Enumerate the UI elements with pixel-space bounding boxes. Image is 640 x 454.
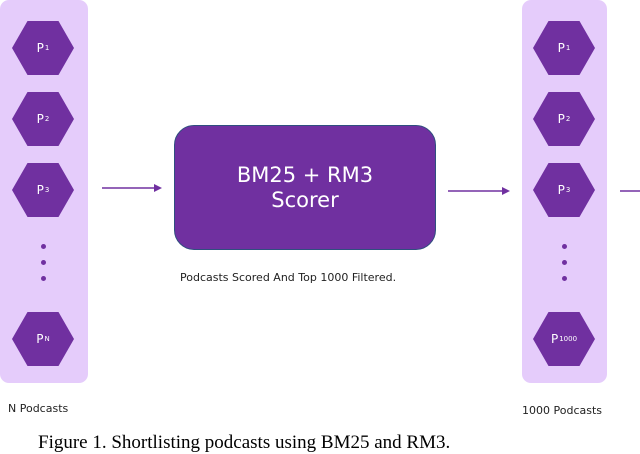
ellipsis-dot <box>562 260 567 265</box>
arrow-continuation <box>620 190 640 192</box>
node-subscript: 1 <box>565 44 571 52</box>
node-letter: P <box>557 112 565 126</box>
scorer-line-1: BM25 + RM3 <box>236 162 374 187</box>
ellipsis-dot <box>41 276 46 281</box>
node-letter: P <box>36 41 44 55</box>
figure-caption: Figure 1. Shortlisting podcasts using BM… <box>38 432 451 453</box>
node-subscript: 3 <box>44 186 50 194</box>
node-subscript: 2 <box>44 115 50 123</box>
scorer-line-2: Scorer <box>271 187 339 212</box>
bm25-rm3-scorer-box: BM25 + RM3 Scorer <box>174 125 436 250</box>
node-letter: P <box>557 183 565 197</box>
scorer-label: BM25 + RM3 Scorer <box>237 163 373 213</box>
ellipsis-dot <box>562 244 567 249</box>
node-letter: P <box>550 332 559 346</box>
node-subscript: 2 <box>565 115 571 123</box>
scorer-caption: Podcasts Scored And Top 1000 Filtered. <box>180 271 397 284</box>
arrow-to-scorer <box>102 184 162 192</box>
node-subscript: 1000 <box>559 335 578 343</box>
left-column-caption: N Podcasts <box>8 402 69 415</box>
ellipsis-dot <box>41 260 46 265</box>
ellipsis-dot <box>41 244 46 249</box>
node-letter: P <box>36 332 44 346</box>
node-letter: P <box>557 41 565 55</box>
ellipsis-dot <box>562 276 567 281</box>
node-letter: P <box>36 112 44 126</box>
right-column-caption: 1000 Podcasts <box>522 404 603 417</box>
node-subscript: N <box>44 335 50 343</box>
node-subscript: 3 <box>565 186 571 194</box>
node-letter: P <box>36 183 44 197</box>
node-subscript: 1 <box>44 44 50 52</box>
arrow-to-shortlist <box>448 187 510 195</box>
